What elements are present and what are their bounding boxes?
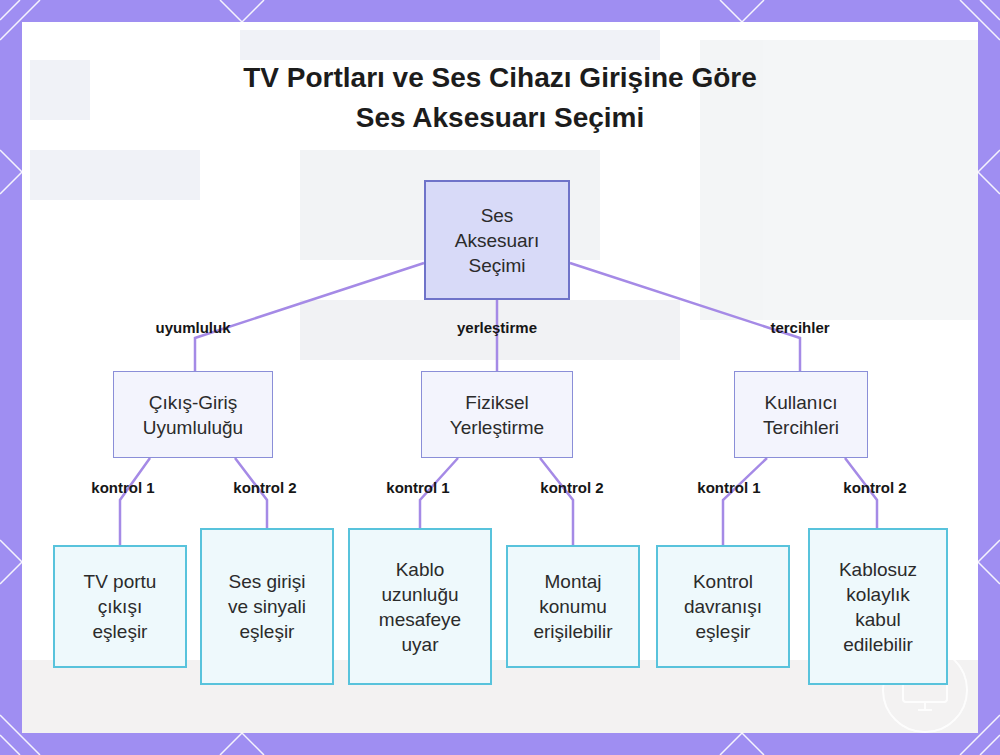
edge-label: uyumluluk bbox=[155, 319, 230, 336]
check-box: TV portu çıkışı eşleşir bbox=[53, 545, 187, 668]
check-box: Kablosuz kolaylık kabul edilebilir bbox=[808, 528, 948, 685]
inner-panel bbox=[22, 22, 978, 733]
edge-label: kontrol 2 bbox=[540, 479, 603, 496]
node-text: Çıkış-Giriş Uyumluluğu bbox=[123, 390, 263, 440]
connector-line bbox=[195, 263, 424, 371]
category-box: Kullanıcı Tercihleri bbox=[734, 371, 868, 458]
edge-label: kontrol 2 bbox=[233, 479, 296, 496]
connector-line bbox=[723, 458, 767, 545]
check-box: Ses girişi ve sinyali eşleşir bbox=[200, 528, 334, 685]
connector-line bbox=[570, 263, 800, 371]
edge-label: yerleştirme bbox=[457, 319, 537, 336]
edge-label: kontrol 1 bbox=[386, 479, 449, 496]
diagram-title: TV Portları ve Ses Cihazı Girişine Göre … bbox=[230, 58, 770, 138]
check-box: Kablo uzunluğu mesafeye uyar bbox=[348, 528, 492, 685]
category-box: Çıkış-Giriş Uyumluluğu bbox=[113, 371, 273, 458]
edge-label: tercihler bbox=[770, 319, 829, 336]
node-text: TV portu çıkışı eşleşir bbox=[75, 569, 165, 644]
connector-line bbox=[496, 300, 499, 371]
edge-label: kontrol 1 bbox=[697, 479, 760, 496]
node-text: Ses girişi ve sinyali eşleşir bbox=[217, 569, 317, 644]
node-text: Montaj konumu erişilebilir bbox=[518, 569, 628, 644]
check-box: Kontrol davranışı eşleşir bbox=[656, 545, 790, 668]
node-text: Kablosuz kolaylık kabul edilebilir bbox=[828, 557, 928, 657]
node-text: Fiziksel Yerleştirme bbox=[437, 390, 557, 440]
edge-label: kontrol 1 bbox=[91, 479, 154, 496]
node-text: Kablo uzunluğu mesafeye uyar bbox=[370, 557, 470, 657]
category-box: Fiziksel Yerleştirme bbox=[421, 371, 573, 458]
title-block: TV Portları ve Ses Cihazı Girişine Göre … bbox=[0, 58, 1000, 138]
node-text: Kullanıcı Tercihleri bbox=[746, 390, 856, 440]
connector-line bbox=[120, 458, 150, 545]
node-text: Ses Aksesuarı Seçimi bbox=[449, 203, 545, 278]
root-box: Ses Aksesuarı Seçimi bbox=[424, 180, 570, 300]
edge-label: kontrol 2 bbox=[843, 479, 906, 496]
faded-photo bbox=[22, 30, 978, 733]
check-box: Montaj konumu erişilebilir bbox=[506, 545, 640, 668]
connector-line bbox=[540, 458, 573, 545]
node-text: Kontrol davranışı eşleşir bbox=[673, 569, 773, 644]
